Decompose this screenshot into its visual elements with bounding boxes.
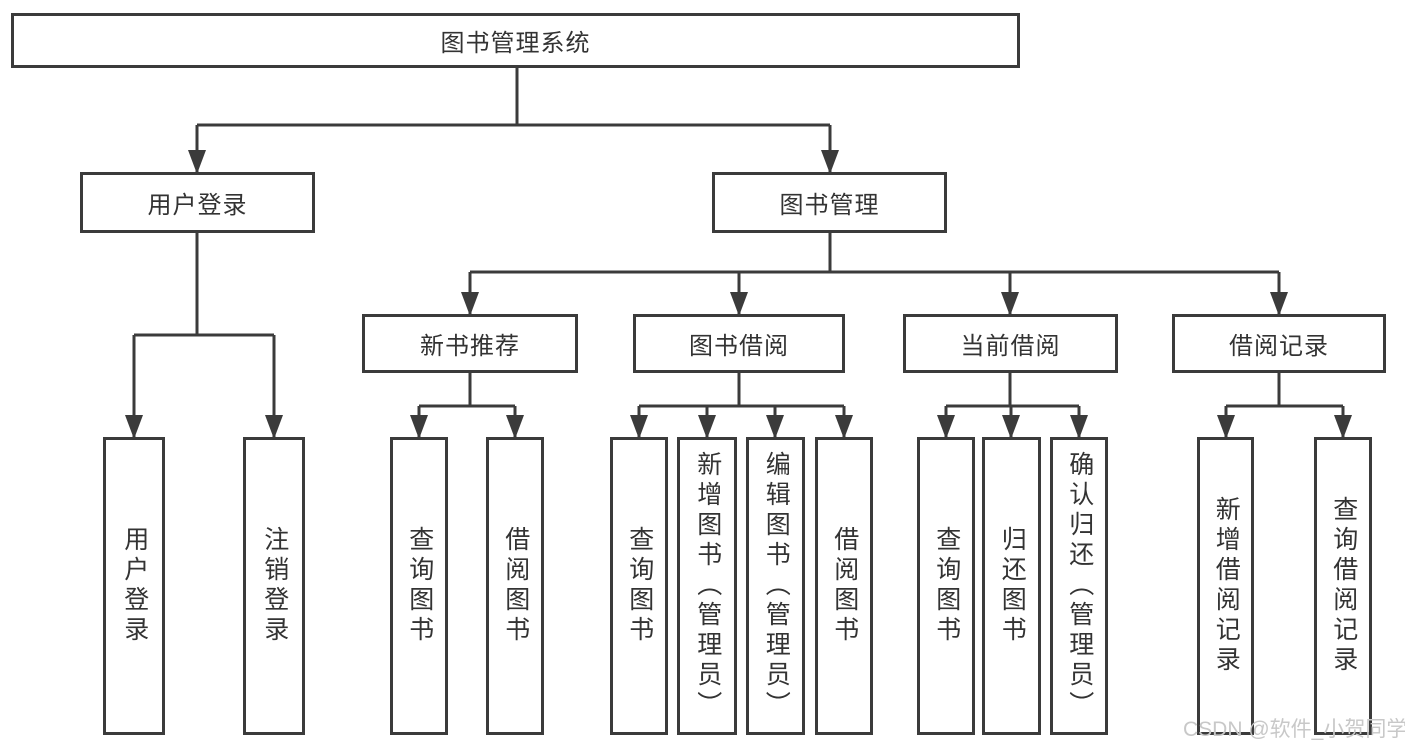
leaf-user-login: 用户登录 [103, 437, 165, 735]
leaf-label: 查询图书 [625, 526, 654, 646]
leaf-label: 确认归还（管理员） [1065, 451, 1094, 721]
leaf-label: 注销登录 [260, 526, 289, 646]
leaf-query-books-3: 查询图书 [917, 437, 975, 735]
node-borrowing-records: 借阅记录 [1172, 314, 1386, 373]
tree-branch-lines [132, 68, 1345, 437]
node-new-book-recommendation: 新书推荐 [362, 314, 578, 373]
node-library-management-system: 图书管理系统 [11, 13, 1020, 68]
leaf-label: 编辑图书（管理员） [762, 451, 791, 721]
leaf-label: 归还图书 [998, 526, 1027, 646]
leaf-add-books-admin: 新增图书（管理员） [677, 437, 737, 735]
leaf-borrow-books-1: 借阅图书 [486, 437, 544, 735]
leaf-label: 借阅图书 [830, 526, 859, 646]
leaf-query-books-2: 查询图书 [610, 437, 668, 735]
node-label: 图书管理系统 [440, 30, 591, 57]
leaf-label: 新增图书（管理员） [693, 451, 722, 721]
leaf-edit-books-admin: 编辑图书（管理员） [746, 437, 805, 735]
leaf-query-borrow-record: 查询借阅记录 [1314, 437, 1372, 735]
leaf-logout: 注销登录 [243, 437, 305, 735]
leaf-label: 查询图书 [932, 526, 961, 646]
node-user-login: 用户登录 [80, 172, 315, 233]
node-label: 图书管理 [779, 192, 880, 219]
leaf-return-books: 归还图书 [982, 437, 1041, 735]
leaf-add-borrow-record: 新增借阅记录 [1197, 437, 1254, 735]
leaf-label: 新增借阅记录 [1212, 496, 1241, 676]
leaf-label: 用户登录 [120, 526, 149, 646]
node-label: 借阅记录 [1229, 333, 1329, 360]
leaf-label: 查询图书 [405, 526, 434, 646]
csdn-watermark: CSDN @软件_小贺同学 [1183, 718, 1405, 741]
node-current-borrowing: 当前借阅 [903, 314, 1118, 373]
leaf-borrow-books-2: 借阅图书 [815, 437, 873, 735]
node-label: 新书推荐 [420, 333, 520, 360]
leaf-label: 借阅图书 [501, 526, 530, 646]
node-book-management: 图书管理 [712, 172, 947, 233]
node-label: 图书借阅 [689, 333, 789, 360]
leaf-confirm-return-admin: 确认归还（管理员） [1050, 437, 1108, 735]
node-label: 用户登录 [147, 192, 248, 219]
node-book-borrowing: 图书借阅 [633, 314, 845, 373]
leaf-query-books-1: 查询图书 [390, 437, 448, 735]
leaf-label: 查询借阅记录 [1329, 496, 1358, 676]
node-label: 当前借阅 [960, 333, 1061, 360]
